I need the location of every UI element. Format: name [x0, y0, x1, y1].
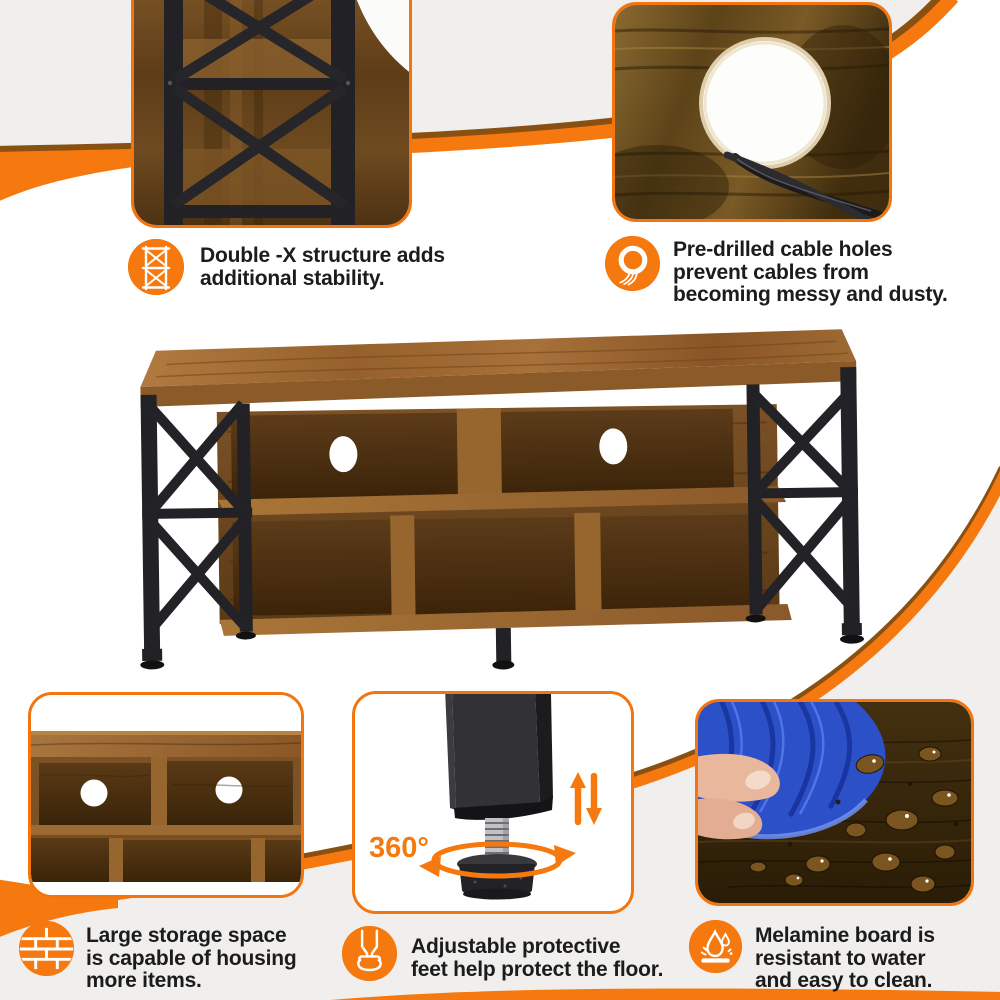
feature-line: resistant to water: [755, 946, 926, 970]
feature-line: more items.: [86, 969, 202, 992]
rotation-degree-label: 360°: [369, 832, 429, 864]
product-photo-tv-stand: [98, 328, 902, 673]
feature-water-resistant-text: Melamine board is resistant to water and…: [755, 924, 935, 993]
feature-large-storage-text: Large storage space is capable of housin…: [86, 924, 297, 993]
feature-line: feet help protect the floor.: [411, 957, 664, 981]
photo-water-resistant-wipe: [695, 699, 974, 906]
feature-line: Large storage space: [86, 924, 287, 947]
feature-line: Pre-drilled cable holes: [673, 238, 893, 261]
feature-line: additional stability.: [200, 266, 385, 290]
feature-line: Adjustable protective: [411, 935, 621, 958]
rotation-arrow: [419, 841, 576, 879]
cable-hole-illustration: [615, 5, 889, 219]
feature-line: prevent cables from: [673, 260, 869, 284]
feature-large-storage: Large storage space is capable of housin…: [19, 921, 297, 993]
photo-x-structure-closeup: [131, 0, 412, 228]
cable-hole-icon: [605, 236, 660, 291]
water-drops-icon: [689, 920, 742, 973]
x-structure-illustration: [134, 0, 409, 225]
feature-line: becoming messy and dusty.: [673, 283, 948, 306]
feature-cable-holes: Pre-drilled cable holes prevent cables f…: [605, 236, 948, 307]
feature-line: is capable of housing: [86, 946, 297, 970]
feature-adjustable-feet: Adjustable protective feet help protect …: [342, 926, 663, 981]
photo-storage-compartments: [28, 692, 304, 898]
photo-adjustable-foot: 360°: [352, 691, 634, 914]
feature-double-x-text: Double -X structure adds additional stab…: [200, 244, 445, 290]
brick-wall-icon: [19, 921, 74, 976]
feature-line: and easy to clean.: [755, 969, 933, 992]
feature-adjustable-feet-text: Adjustable protective feet help protect …: [411, 935, 664, 981]
tv-stand-illustration: [140, 329, 865, 670]
feature-cable-holes-text: Pre-drilled cable holes prevent cables f…: [673, 238, 948, 307]
feature-double-x: Double -X structure adds additional stab…: [128, 239, 445, 295]
x-frame-icon: [128, 239, 184, 295]
water-wipe-illustration: [698, 702, 971, 903]
storage-illustration: [31, 695, 301, 895]
feature-line: Double -X structure adds: [200, 244, 445, 267]
feature-water-resistant: Melamine board is resistant to water and…: [689, 920, 935, 993]
adjustable-foot-illustration: 360°: [355, 694, 631, 911]
up-down-arrow: [570, 772, 602, 826]
adjustable-foot-icon: [342, 926, 397, 981]
water-droplets: [749, 746, 959, 893]
feature-line: Melamine board is: [755, 924, 935, 947]
photo-cable-hole-closeup: [612, 2, 892, 222]
